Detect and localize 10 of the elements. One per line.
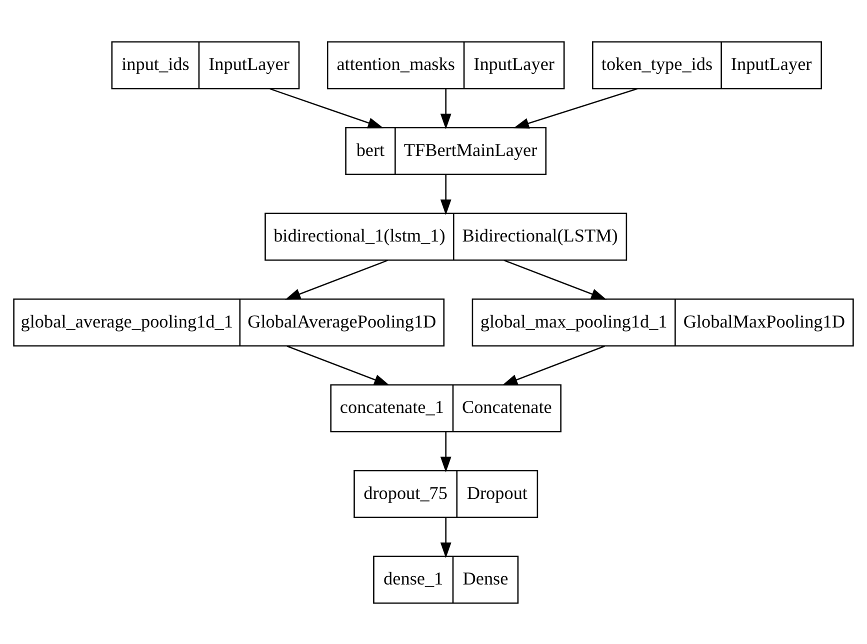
arrow <box>502 344 605 385</box>
arrow <box>270 88 384 128</box>
arrow <box>504 259 607 300</box>
arrow <box>440 174 452 215</box>
arrow <box>440 431 452 472</box>
arrow <box>440 517 452 558</box>
arrow <box>513 88 638 128</box>
arrow <box>440 88 452 129</box>
arrow <box>286 344 390 385</box>
arrow <box>284 259 388 300</box>
